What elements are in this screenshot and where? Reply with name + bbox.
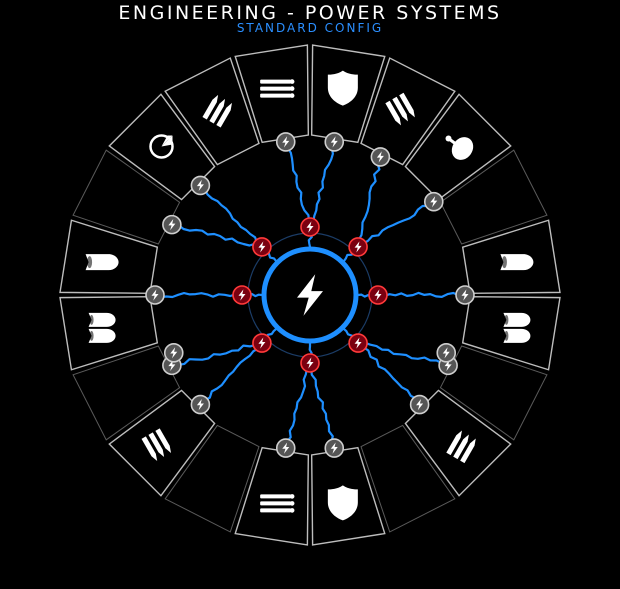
power-conduit <box>308 362 336 449</box>
grey-power-node[interactable] <box>190 175 211 196</box>
grey-power-node[interactable] <box>163 343 184 363</box>
power-nodes <box>145 132 475 458</box>
empty-slot <box>439 149 548 245</box>
grey-power-node[interactable] <box>162 214 182 235</box>
system-slot-left-engine[interactable] <box>59 219 159 295</box>
grey-power-node[interactable] <box>190 394 211 415</box>
thruster-icon <box>500 254 534 271</box>
power-conduit <box>154 292 243 299</box>
power-conduit <box>357 342 421 406</box>
power-conduit <box>357 156 382 247</box>
grey-power-node[interactable] <box>370 147 391 167</box>
red-power-node[interactable] <box>232 285 252 305</box>
system-segments <box>59 44 561 546</box>
red-power-node[interactable] <box>252 333 272 353</box>
red-power-node[interactable] <box>368 285 388 305</box>
grey-power-node[interactable] <box>324 132 345 152</box>
power-conduit <box>377 291 466 298</box>
power-conduit <box>284 141 312 228</box>
beam-weapon-icon <box>260 494 295 513</box>
red-power-node[interactable] <box>252 237 272 257</box>
grey-power-node[interactable] <box>436 343 457 363</box>
red-power-node[interactable] <box>300 217 320 237</box>
thruster-icon <box>85 254 119 271</box>
grey-power-node[interactable] <box>324 438 345 458</box>
red-power-node[interactable] <box>348 333 368 353</box>
power-conduit <box>309 141 336 228</box>
grey-power-node[interactable] <box>409 394 430 415</box>
power-conduit <box>357 200 435 248</box>
power-conduit <box>199 184 263 248</box>
page-subtitle: STANDARD CONFIG <box>236 21 384 35</box>
grey-power-node[interactable] <box>455 285 475 305</box>
grey-power-node[interactable] <box>423 191 444 212</box>
red-power-node[interactable] <box>348 237 368 257</box>
power-conduit <box>284 362 311 449</box>
power-conduit <box>358 341 449 367</box>
power-conduit <box>199 342 263 406</box>
beam-weapon-icon <box>260 79 295 98</box>
grey-power-node[interactable] <box>275 132 296 152</box>
empty-slot <box>164 424 260 533</box>
page-title: ENGINEERING - POWER SYSTEMS <box>118 2 502 24</box>
red-power-node[interactable] <box>300 353 320 373</box>
empty-slot <box>360 424 456 533</box>
power-conduit <box>171 342 263 367</box>
system-slot-upper-left-missiles[interactable] <box>164 57 260 166</box>
grey-power-node[interactable] <box>145 285 165 305</box>
system-slot-right-engine[interactable] <box>461 219 561 295</box>
system-slot-right-sensor[interactable] <box>404 93 512 201</box>
system-slot-left-engines[interactable] <box>59 295 159 371</box>
power-conduit <box>171 223 263 248</box>
system-slot-lower-right-engines[interactable] <box>461 295 561 371</box>
grey-power-node[interactable] <box>275 438 296 458</box>
